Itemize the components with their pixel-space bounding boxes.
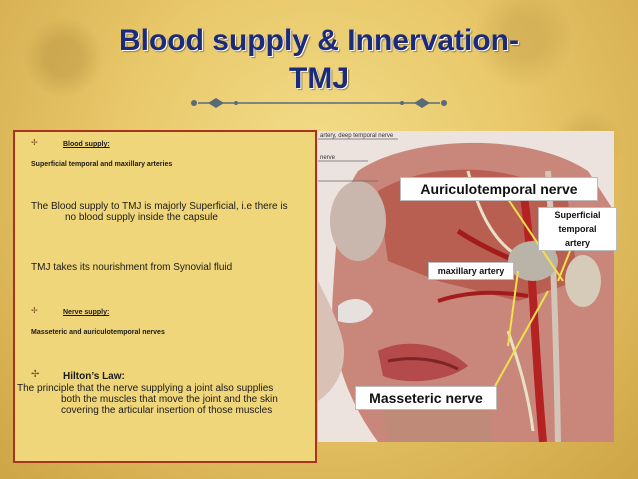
nerve-supply-subtitle: Masseteric and auriculotemporal nerves [31,329,165,336]
superficial-line-2: temporal [558,224,597,234]
blood-supply-heading: Blood supply: [63,141,110,148]
blood-supply-subtitle: Superficial temporal and maxillary arter… [31,161,173,168]
hilton-line-2: both the muscles that move the joint and… [61,394,278,405]
hilton-line-3: covering the articular insertion of thos… [61,405,273,416]
label-masseteric-nerve: Masseteric nerve [355,386,497,410]
slide-title: Blood supply & Innervation- TMJ [0,22,638,98]
cross-bullet-icon: ✢ [31,138,38,147]
top-caption: artery, deep temporal nerve [320,133,394,139]
blood-para-line-1: The Blood supply to TMJ is majorly Super… [31,201,288,212]
title-divider-ornament [191,98,447,108]
hilton-line-1: The principle that the nerve supplying a… [17,383,274,394]
nerve-supply-heading: Nerve supply: [63,309,110,316]
left-caption: nerve [320,155,336,161]
title-line-1: Blood supply & Innervation- [118,24,519,57]
hilton-heading: Hilton’s Law: [63,371,125,382]
superficial-line-1: Superficial [554,210,601,220]
cross-bullet-icon: ✢ [31,306,38,315]
title-line-2: TMJ [289,62,349,95]
cross-bullet-icon: ✢ [31,369,40,380]
text-panel: ✢ Blood supply: Superficial temporal and… [13,130,317,463]
hilton-paragraph: The principle that the nerve supplying a… [17,383,313,416]
nourishment-text: TMJ takes its nourishment from Synovial … [31,262,233,273]
label-auriculotemporal-nerve: Auriculotemporal nerve [400,177,598,201]
label-superficial-temporal-artery: Superficial temporal artery [538,207,617,251]
blood-supply-paragraph: The Blood supply to TMJ is majorly Super… [31,201,316,223]
label-maxillary-artery: maxillary artery [428,262,514,280]
superficial-line-3: artery [564,238,591,248]
blood-para-line-2: no blood supply inside the capsule [65,212,218,223]
